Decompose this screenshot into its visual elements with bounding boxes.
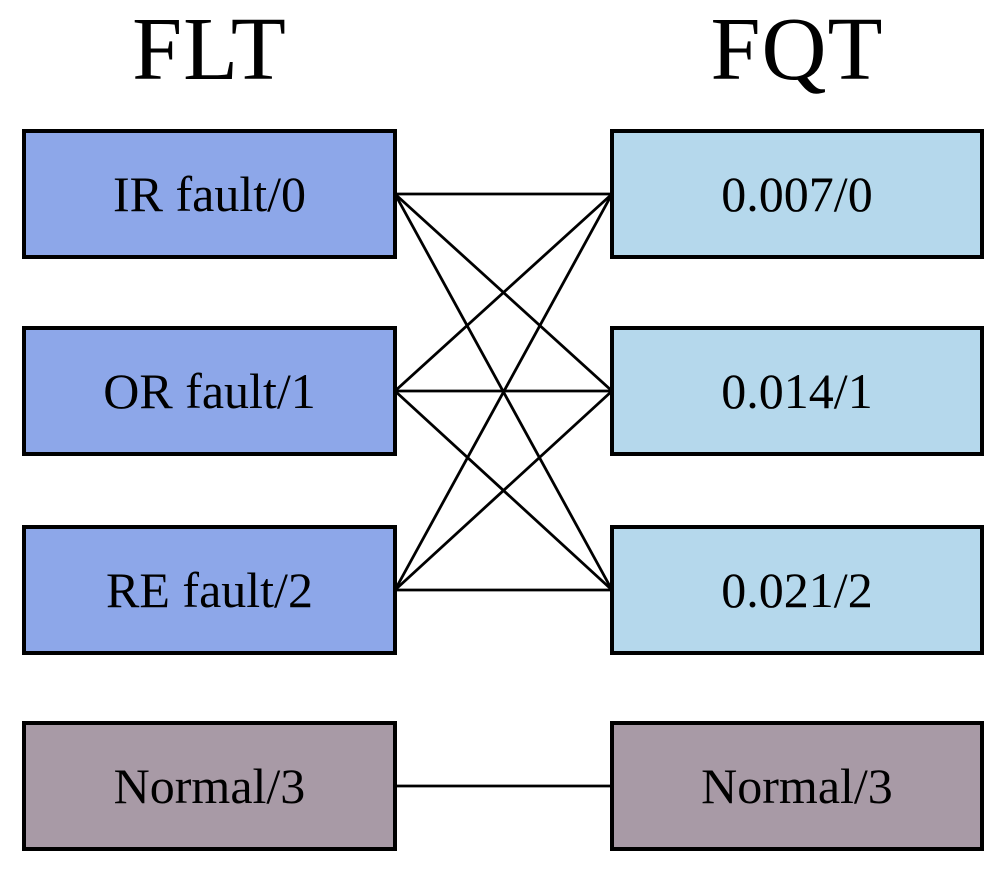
node-label: Normal/3 [701,758,893,814]
node-left-or-fault: OR fault/1 [22,326,397,456]
node-label: 0.014/1 [721,363,873,419]
node-left-ir-fault: IR fault/0 [22,129,397,259]
node-right-0021: 0.021/2 [610,525,984,655]
node-left-re-fault: RE fault/2 [22,525,397,655]
edge-line [394,192,613,393]
node-right-normal: Normal/3 [610,721,984,851]
edge-line [394,389,613,592]
right-column-header: FQT [710,0,884,99]
node-label: 0.021/2 [721,562,873,618]
node-label: Normal/3 [113,758,306,814]
node-label: RE fault/2 [106,562,313,618]
node-left-normal: Normal/3 [22,721,397,851]
node-right-0014: 0.014/1 [610,326,984,456]
node-label: OR fault/1 [103,363,316,419]
node-label: 0.007/0 [721,166,873,222]
node-label: IR fault/0 [112,166,307,222]
node-right-0007: 0.007/0 [610,129,984,259]
edge-line [393,193,614,591]
left-column-header: FLT [132,0,287,99]
